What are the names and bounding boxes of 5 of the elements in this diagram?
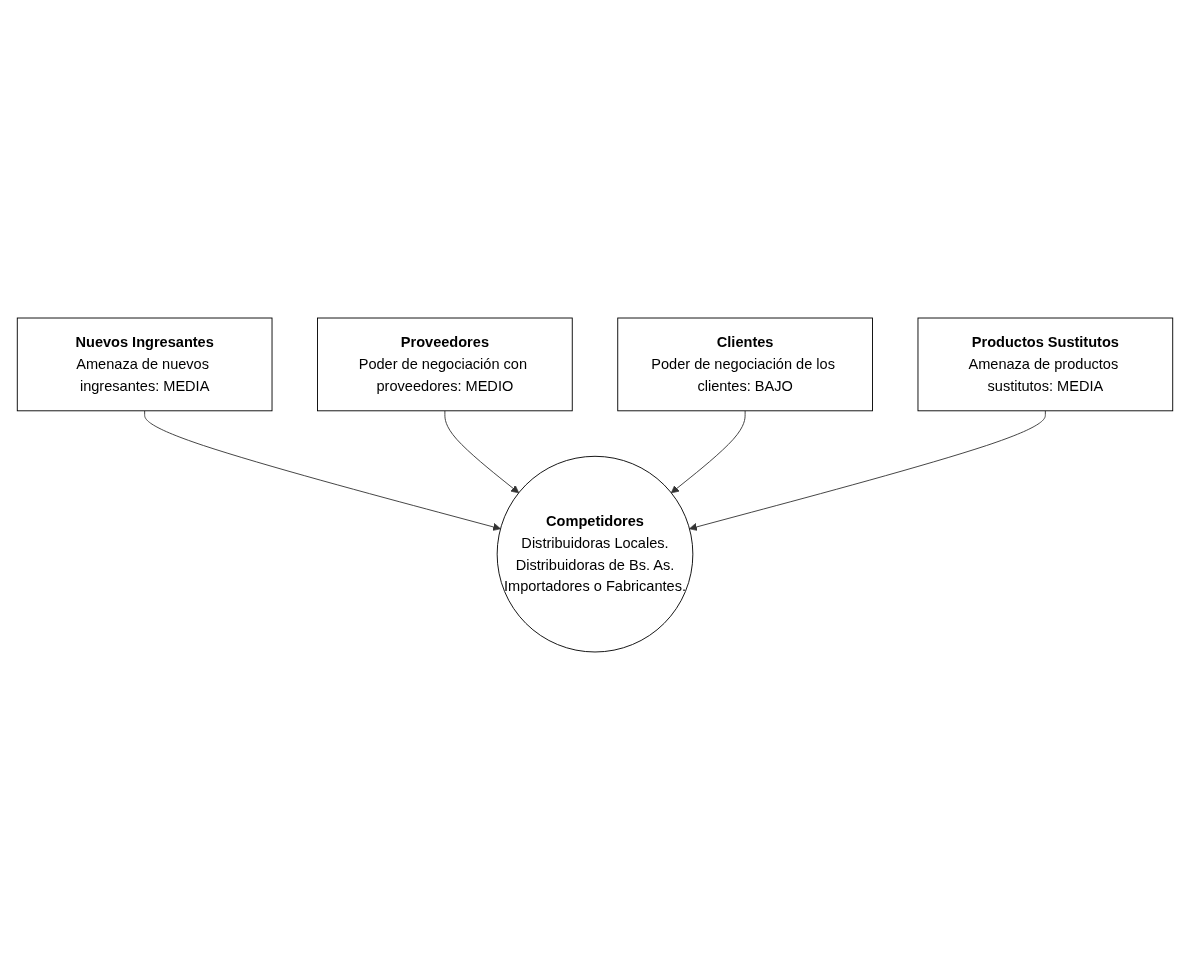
node-box: Proveedores Poder de negociación con proveedores: MEDIO bbox=[316, 317, 573, 412]
node-box: Nuevos Ingresantes Amenaza de nuevos ingresantes: MEDIA bbox=[16, 317, 272, 412]
node-circle: Competidores Distribuidoras Locales. Distribuidoras de Bs. As. Importadores o Fabricantes. bbox=[496, 455, 693, 653]
node-box: Productos Sustitutos Amenaza de productos sustitutos: MEDIA bbox=[917, 317, 1173, 412]
node-box: Clientes Poder de negociación de los clientes: BAJO bbox=[616, 317, 873, 412]
